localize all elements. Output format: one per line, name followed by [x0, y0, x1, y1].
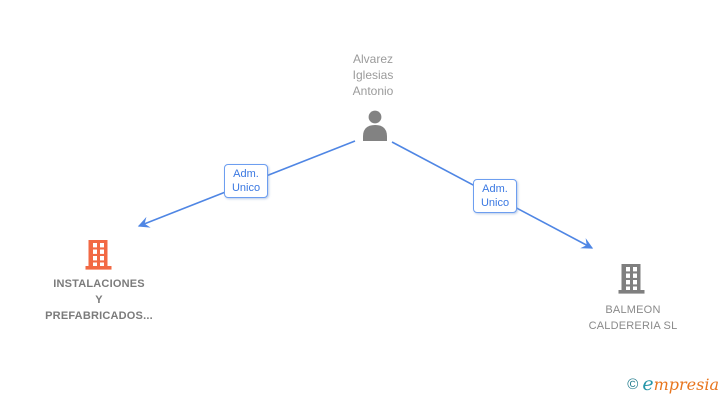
brand-text: mpresia: [653, 375, 719, 394]
relation-label-adm-unico-left: Adm. Unico: [224, 164, 268, 198]
company-node-balmeon[interactable]: BALMEON CALDERERIA SL: [552, 302, 714, 334]
person-name-line: Alvarez: [352, 52, 393, 66]
company-name-line: CALDERERIA SL: [588, 320, 678, 332]
relation-label-line: Unico: [231, 182, 261, 194]
relation-label-adm-unico-right: Adm. Unico: [473, 179, 517, 213]
person-name-line: Iglesias: [352, 68, 394, 82]
company-name-line: Y: [95, 294, 103, 306]
relation-label-line: Unico: [480, 197, 510, 209]
relation-label-line: Adm.: [482, 183, 508, 195]
company-node-instalaciones[interactable]: INSTALACIONES Y PREFABRICADOS...: [9, 276, 189, 324]
building-icon[interactable]: [618, 264, 645, 295]
copyright-icon: ©: [627, 376, 639, 393]
relation-label-line: Adm.: [233, 168, 259, 180]
building-icon[interactable]: [85, 240, 112, 271]
company-name-line: BALMEON: [605, 304, 661, 316]
brand-letter: e: [642, 373, 654, 395]
person-node-name[interactable]: Alvarez Iglesias Antonio: [293, 51, 453, 99]
person-name-line: Antonio: [352, 84, 394, 98]
company-name-line: PREFABRICADOS...: [45, 310, 153, 322]
person-icon[interactable]: [361, 110, 389, 141]
empresia-watermark: ©empresia: [627, 373, 719, 395]
company-name-line: INSTALACIONES: [53, 278, 145, 290]
